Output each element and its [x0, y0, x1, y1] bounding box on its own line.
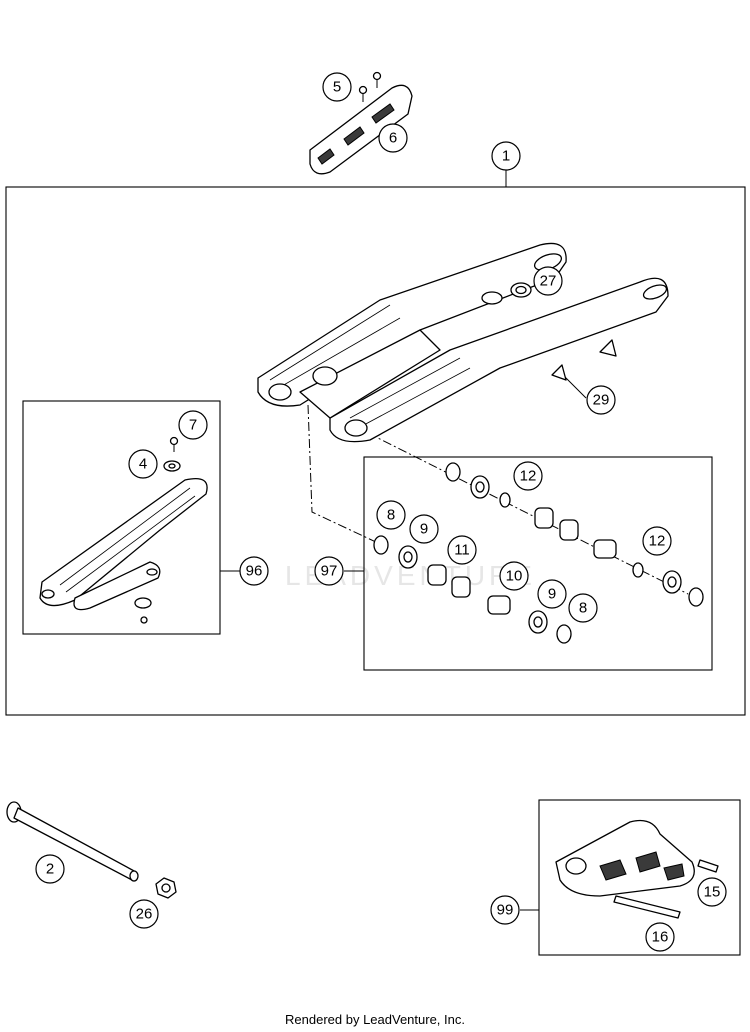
svg-text:97: 97: [321, 563, 338, 580]
nut-26: [155, 877, 177, 899]
callout-4: 4: [128, 449, 158, 479]
chain-slider-lower: [39, 477, 208, 611]
callout-16: 16: [645, 922, 675, 952]
washer-4: [163, 460, 181, 472]
svg-text:99: 99: [497, 902, 514, 919]
callout-96: 96: [239, 556, 269, 586]
svg-text:2: 2: [46, 861, 54, 878]
assembly-line-left: [307, 404, 379, 544]
svg-text:12: 12: [520, 468, 537, 485]
svg-text:11: 11: [454, 542, 470, 559]
screw-5: [358, 71, 382, 102]
svg-text:12: 12: [649, 533, 666, 550]
callout-6: 6: [378, 123, 408, 153]
chain-slider: [309, 84, 413, 175]
chain-guide: [555, 819, 719, 919]
washer-lower: [134, 597, 152, 624]
svg-text:15: 15: [704, 884, 721, 901]
bushing-27: [510, 282, 532, 298]
callout-9b: 9: [537, 579, 567, 609]
assembly-line-right: [367, 432, 689, 595]
svg-text:9: 9: [420, 521, 428, 538]
svg-text:10: 10: [506, 568, 523, 585]
callout-10: 10: [499, 561, 529, 591]
callout-12a: 12: [513, 461, 543, 491]
callout-7: 7: [178, 410, 208, 440]
svg-text:29: 29: [593, 392, 610, 409]
callout-15: 15: [697, 877, 727, 907]
footer-credit: Rendered by LeadVenture, Inc.: [285, 1012, 465, 1027]
svg-text:8: 8: [387, 507, 395, 524]
callout-11: 11: [447, 535, 477, 565]
callout-8b: 8: [568, 593, 598, 623]
svg-text:6: 6: [389, 130, 397, 147]
svg-text:9: 9: [548, 586, 556, 603]
chain-slider-kit-frame: [22, 400, 221, 635]
svg-text:7: 7: [189, 417, 197, 434]
callout-12b: 12: [642, 526, 672, 556]
svg-text:27: 27: [540, 273, 557, 290]
callout-26: 26: [129, 899, 159, 929]
svg-text:16: 16: [652, 929, 669, 946]
svg-text:8: 8: [579, 600, 587, 617]
callout-97: 97: [314, 556, 344, 586]
callout-8a: 8: [376, 500, 406, 530]
bearing-kit-parts: [373, 462, 704, 644]
svg-text:26: 26: [136, 906, 153, 923]
svg-text:96: 96: [246, 563, 263, 580]
callout-29: 29: [586, 385, 616, 415]
callout-2: 2: [35, 854, 65, 884]
svg-text:4: 4: [139, 456, 147, 473]
callout-1: 1: [491, 141, 521, 171]
callout-99: 99: [490, 895, 520, 925]
svg-text:5: 5: [333, 79, 341, 96]
chain-guide-kit-frame: [538, 799, 741, 956]
callout-9a: 9: [409, 514, 439, 544]
bearing-kit-frame: [363, 456, 713, 671]
screw-7: [169, 436, 179, 452]
callout-27: 27: [533, 266, 563, 296]
swingarm-assembly-frame: [5, 186, 746, 716]
callout-5: 5: [322, 72, 352, 102]
svg-text:1: 1: [502, 148, 510, 165]
pivot-bolt: [6, 801, 139, 882]
